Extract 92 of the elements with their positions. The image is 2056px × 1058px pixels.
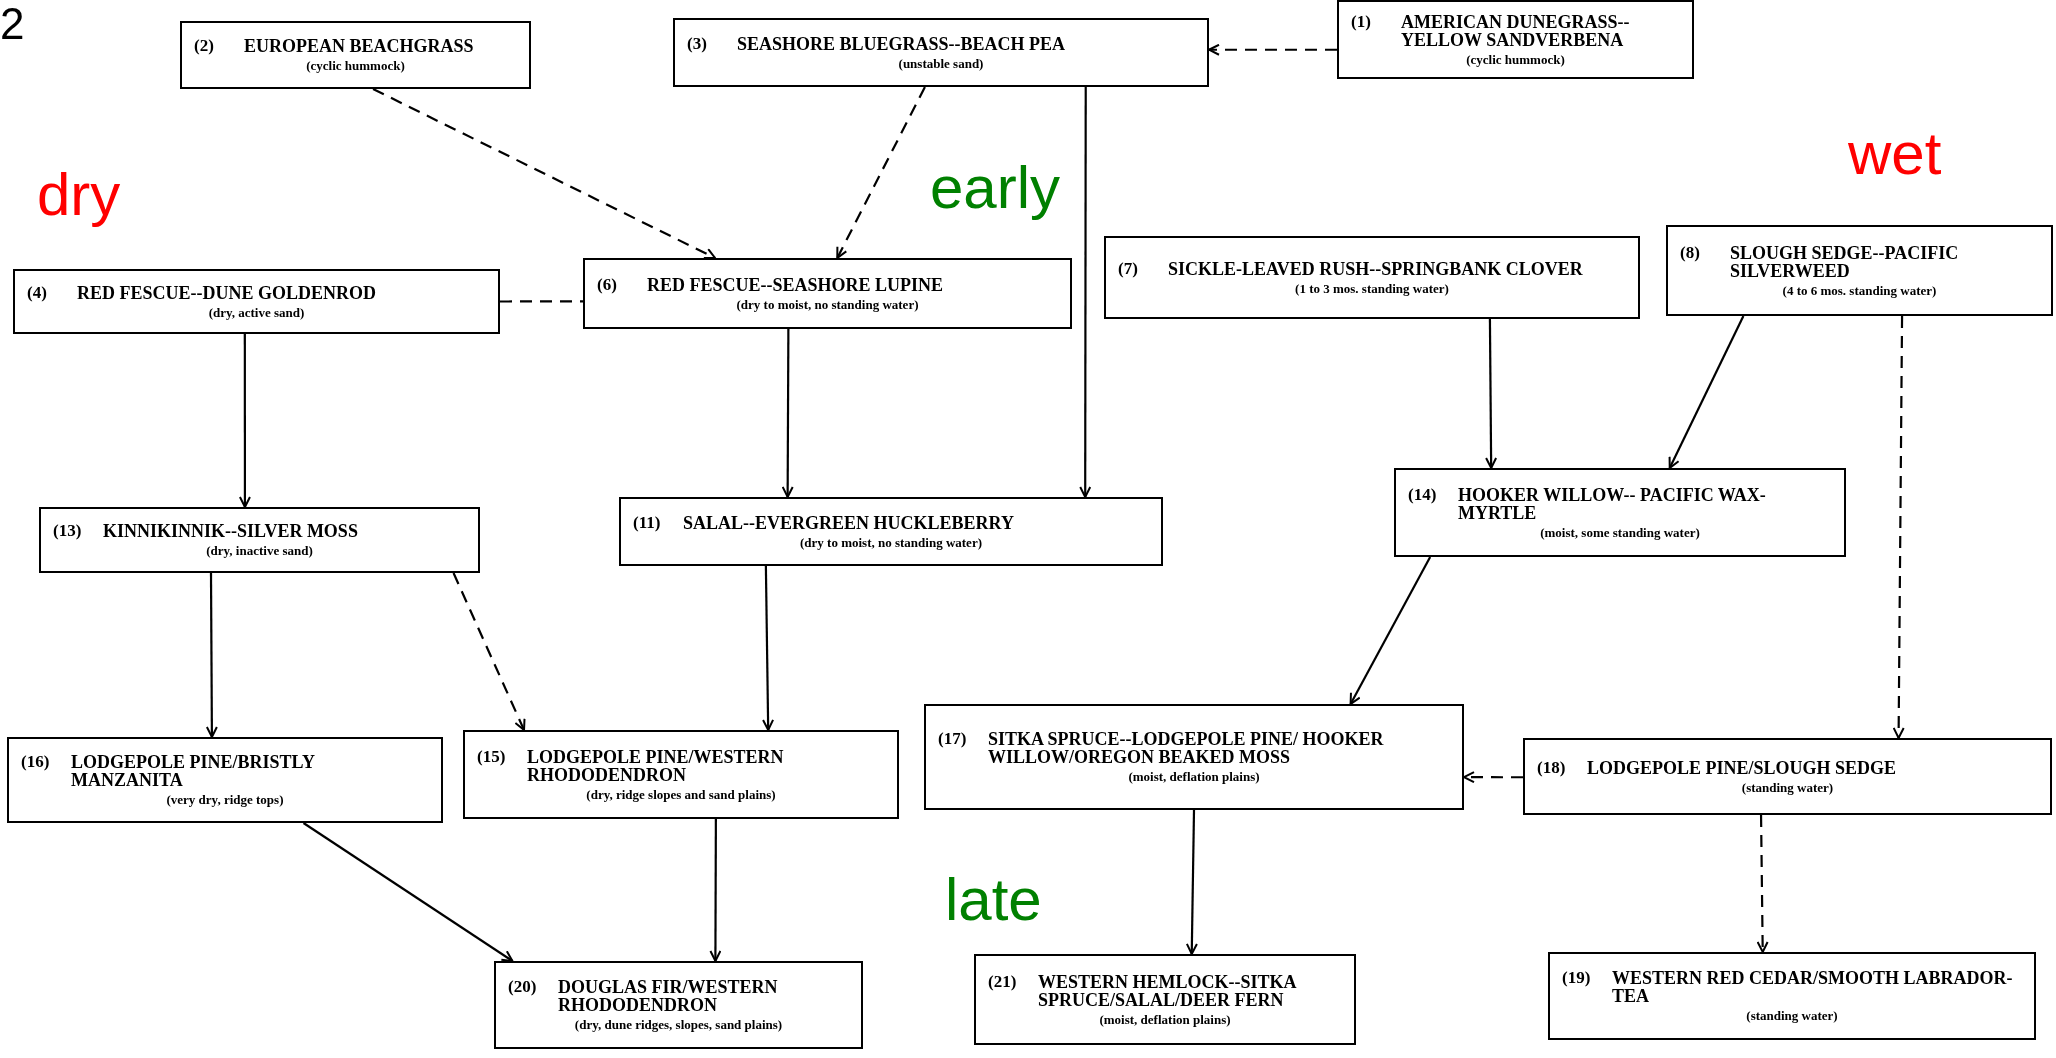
community-name: DOUGLAS FIR/WESTERN RHODODENDRON (558, 978, 779, 1014)
community-name: SLOUGH SEDGE--PACIFIC SILVERWEED (1730, 243, 1960, 280)
habitat-note: (4 to 6 mos. standing water) (1781, 282, 1938, 298)
community-box (1337, 0, 1694, 79)
community-number: (15) (477, 747, 507, 766)
habitat-note: (dry, dune ridges, slopes, sand plains) (573, 1017, 784, 1032)
community-box (463, 730, 899, 819)
community-box (494, 961, 863, 1049)
community-number: (3) (687, 34, 708, 53)
community-name: SITKA SPRUCE--LODGEPOLE PINE/ HOOKER WILLOW/OREGON BEAKED MOSS (988, 730, 1385, 766)
arrow (781, 329, 794, 498)
community-name: SEASHORE BLUEGRASS--BEACH PEA (737, 34, 1066, 53)
community-number: (19) (1562, 969, 1592, 987)
arrow (205, 573, 218, 738)
habitat-note: (cyclic hummock) (305, 58, 406, 73)
community-name: LODGEPOLE PINE/BRISTLY MANZANITA (71, 753, 316, 789)
habitat-note: (standing water) (1740, 779, 1835, 795)
community-number: (17) (938, 730, 968, 748)
community-box (1523, 738, 2052, 815)
arrow (1185, 810, 1198, 955)
community-name: LODGEPOLE PINE/SLOUGH SEDGE (1587, 758, 1897, 777)
annotation-label: 2 (0, 2, 25, 46)
arrow (302, 822, 514, 962)
habitat-note: (moist, deflation plains) (1098, 1011, 1232, 1027)
community-number: (1) (1351, 12, 1372, 31)
community-number: (16) (21, 753, 51, 771)
community-number: (20) (508, 978, 538, 996)
community-number: (11) (633, 513, 662, 532)
community-number: (14) (1408, 485, 1438, 504)
community-box (1548, 952, 2036, 1040)
habitat-note: (standing water) (1745, 1008, 1839, 1023)
community-box (1104, 236, 1640, 319)
habitat-note: (very dry, ridge tops) (165, 792, 285, 807)
community-name: RED FESCUE--SEASHORE LUPINE (647, 275, 944, 294)
dashed-line (500, 300, 583, 303)
community-name: AMERICAN DUNEGRASS--YELLOW SANDVERBENA (1401, 12, 1631, 49)
community-box (924, 704, 1464, 810)
arrow (1349, 556, 1432, 705)
habitat-note: (dry, active sand) (207, 304, 306, 320)
community-number: (7) (1118, 259, 1139, 278)
community-name: WESTERN RED CEDAR/SMOOTH LABRADOR-TEA (1612, 969, 2014, 1005)
arrow (1485, 319, 1498, 469)
dashed-arrow (836, 86, 926, 259)
annotation-label: dry (37, 165, 121, 225)
dashed-arrow (452, 572, 526, 731)
community-box (1394, 468, 1846, 557)
habitat-note: (1 to 3 mos. standing water) (1294, 280, 1450, 296)
dashed-arrow (1756, 815, 1769, 953)
community-name: SALAL--EVERGREEN HUCKLEBERRY (683, 513, 1014, 532)
habitat-note: (cyclic hummock) (1465, 51, 1566, 67)
community-box (673, 18, 1209, 87)
community-number: (6) (597, 275, 618, 294)
arrow (1079, 87, 1092, 498)
annotation-label: late (945, 870, 1042, 930)
habitat-note: (dry, ridge slopes and sand plains) (585, 786, 777, 802)
community-name: RED FESCUE--DUNE GOLDENROD (77, 283, 377, 302)
community-number: (18) (1537, 758, 1567, 777)
community-number: (4) (27, 283, 48, 302)
annotation-label: wet (1848, 124, 1942, 184)
habitat-note: (dry to moist, no standing water) (799, 534, 983, 550)
dashed-arrow (1208, 43, 1337, 56)
community-box (39, 507, 480, 573)
community-number: (21) (988, 972, 1018, 991)
community-name: WESTERN HEMLOCK--SITKA SPRUCE/SALAL/DEER FERN (1038, 972, 1298, 1009)
dashed-arrow (372, 88, 717, 260)
community-box (13, 269, 500, 334)
dashed-arrow (1463, 771, 1523, 784)
arrow (238, 334, 251, 508)
community-name: EUROPEAN BEACHGRASS (244, 37, 474, 55)
habitat-note: (dry, inactive sand) (205, 543, 314, 558)
community-box (583, 258, 1072, 329)
habitat-note: (dry to moist, no standing water) (735, 296, 920, 312)
arrow (1668, 315, 1745, 469)
community-number: (8) (1680, 243, 1701, 262)
community-number: (2) (194, 37, 215, 55)
arrow (762, 566, 775, 731)
community-box (7, 737, 443, 823)
community-name: LODGEPOLE PINE/WESTERN RHODODENDRON (527, 747, 785, 784)
annotation-label: early (930, 158, 1061, 218)
community-name: HOOKER WILLOW-- PACIFIC WAX-MYRTLE (1458, 485, 1767, 522)
habitat-note: (moist, deflation plains) (1127, 769, 1261, 784)
community-box (619, 497, 1163, 566)
community-box (180, 21, 531, 89)
habitat-note: (moist, some standing water) (1539, 524, 1701, 540)
community-name: KINNIKINNIK--SILVER MOSS (103, 522, 358, 540)
habitat-note: (unstable sand) (897, 55, 985, 71)
community-box (1666, 225, 2053, 316)
dashed-arrow (1892, 316, 1905, 739)
community-box (974, 954, 1356, 1045)
community-number: (13) (53, 522, 83, 540)
community-name: SICKLE-LEAVED RUSH--SPRINGBANK CLOVER (1168, 259, 1583, 278)
arrow (709, 819, 722, 962)
